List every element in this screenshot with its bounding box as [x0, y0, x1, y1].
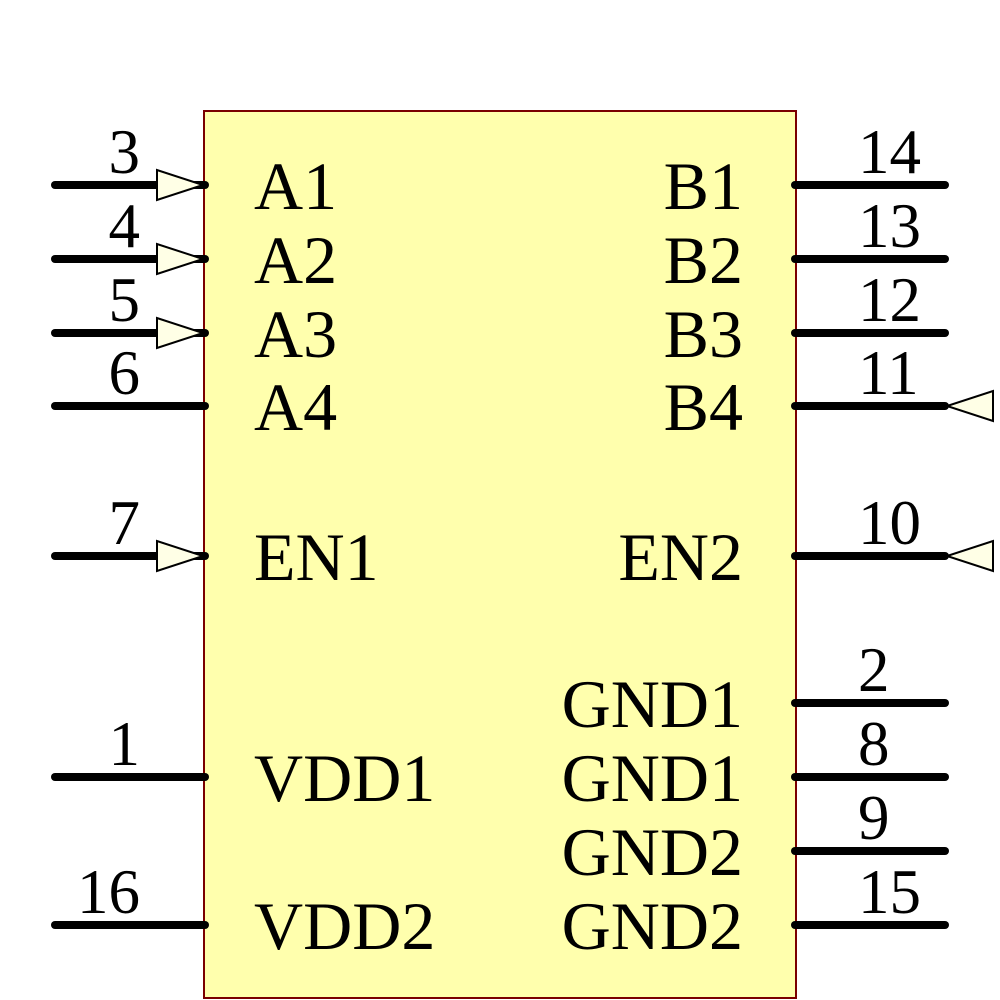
pin-label: GND2: [562, 888, 743, 964]
pin-label: B3: [664, 296, 743, 372]
pin-3: 3 A1: [51, 117, 337, 224]
pin-label: GND1: [562, 740, 743, 816]
pin-label: B1: [664, 148, 743, 224]
pin-label: EN1: [254, 519, 379, 595]
pin-4: 4 A2: [51, 191, 337, 298]
pin-direction-arrow-icon: [156, 316, 207, 350]
pin-number: 1: [109, 709, 141, 779]
pin-label: B2: [664, 222, 743, 298]
pin-label: VDD2: [254, 888, 435, 964]
pin-label: EN2: [618, 519, 743, 595]
pin-direction-arrow-icon: [156, 242, 207, 276]
pin-12: 12 B3: [664, 265, 949, 372]
pin-10: 10 EN2: [618, 488, 994, 595]
pin-number: 10: [858, 488, 921, 558]
pin-label: VDD1: [254, 740, 435, 816]
pin-direction-arrow-icon: [943, 539, 994, 573]
pin-direction-arrow-icon: [943, 389, 994, 423]
pin-2: 2 GND1: [562, 635, 949, 742]
pin-8: 8 GND1: [562, 709, 949, 816]
pin-label: A1: [254, 148, 337, 224]
pin-14: 14 B1: [664, 117, 949, 224]
pin-label: A4: [254, 369, 337, 445]
pin-number: 12: [858, 265, 921, 335]
pin-number: 14: [858, 117, 921, 187]
pin-direction-arrow-icon: [156, 539, 207, 573]
pin-label: GND2: [562, 814, 743, 890]
pin-7: 7 EN1: [51, 488, 379, 595]
pin-13: 13 B2: [664, 191, 949, 298]
pin-number: 16: [77, 857, 140, 927]
pin-label: A3: [254, 296, 337, 372]
pin-number: 11: [858, 338, 919, 408]
pin-number: 6: [109, 338, 141, 408]
pin-1: 1 VDD1: [51, 709, 435, 816]
pin-5: 5 A3: [51, 265, 337, 372]
pin-11: 11 B4: [664, 338, 994, 445]
pin-number: 4: [109, 191, 141, 261]
pin-number: 2: [858, 635, 890, 705]
pin-15: 15 GND2: [562, 857, 949, 964]
pin-number: 3: [109, 117, 141, 187]
pin-16: 16 VDD2: [51, 857, 435, 964]
pin-9: 9 GND2: [562, 783, 949, 890]
pin-label: B4: [664, 369, 743, 445]
pin-direction-arrow-icon: [156, 168, 207, 202]
pin-number: 13: [858, 191, 921, 261]
pin-label: GND1: [562, 666, 743, 742]
pin-number: 5: [109, 265, 141, 335]
ic-body: [203, 110, 797, 999]
pin-6: 6 A4: [51, 338, 337, 445]
pin-number: 15: [858, 857, 921, 927]
pin-number: 9: [858, 783, 890, 853]
pin-number: 7: [109, 488, 141, 558]
pin-number: 8: [858, 709, 890, 779]
pin-label: A2: [254, 222, 337, 298]
